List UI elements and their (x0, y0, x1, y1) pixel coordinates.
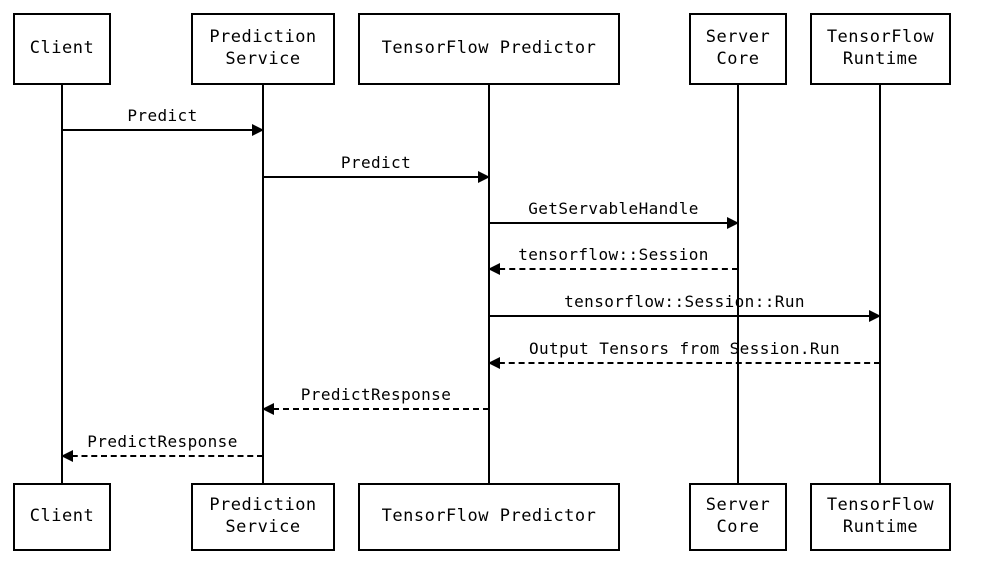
arrowhead-icon-m3 (727, 217, 739, 229)
message-label-m7: PredictResponse (300, 385, 452, 405)
message-label-m5: tensorflow::Session::Run (564, 292, 805, 312)
arrowhead-icon-m8 (61, 450, 73, 462)
message-line-m4 (489, 268, 738, 270)
message-label-m6: Output Tensors from Session.Run (528, 339, 841, 359)
header-participant-servercore: Server Core (689, 13, 787, 85)
header-participant-predictor: TensorFlow Predictor (358, 13, 620, 85)
header-participant-client: Client (13, 13, 111, 85)
footer-participant-client: Client (13, 483, 111, 551)
header-participant-prediction: Prediction Service (191, 13, 335, 85)
message-line-m8 (62, 455, 263, 457)
message-line-m6 (489, 362, 880, 364)
header-participant-runtime: TensorFlow Runtime (810, 13, 951, 85)
message-label-m4: tensorflow::Session (518, 245, 709, 265)
arrowhead-icon-m7 (262, 403, 274, 415)
lifeline-runtime (879, 85, 881, 483)
arrowhead-icon-m2 (478, 171, 490, 183)
arrowhead-icon-m6 (488, 357, 500, 369)
message-line-m7 (263, 408, 489, 410)
message-line-m3 (489, 222, 738, 224)
footer-participant-prediction: Prediction Service (191, 483, 335, 551)
lifeline-predictor (488, 85, 490, 483)
lifeline-servercore (737, 85, 739, 483)
message-label-m8: PredictResponse (87, 432, 238, 452)
footer-participant-runtime: TensorFlow Runtime (810, 483, 951, 551)
lifeline-client (61, 85, 63, 483)
footer-participant-predictor: TensorFlow Predictor (358, 483, 620, 551)
lifeline-prediction (262, 85, 264, 483)
message-line-m5 (489, 315, 880, 317)
message-line-m2 (263, 176, 489, 178)
footer-participant-servercore: Server Core (689, 483, 787, 551)
message-label-m2: Predict (340, 153, 412, 173)
arrowhead-icon-m5 (869, 310, 881, 322)
message-label-m1: Predict (127, 106, 198, 126)
arrowhead-icon-m1 (252, 124, 264, 136)
message-label-m3: GetServableHandle (528, 199, 699, 219)
message-line-m1 (62, 129, 263, 131)
arrowhead-icon-m4 (488, 263, 500, 275)
